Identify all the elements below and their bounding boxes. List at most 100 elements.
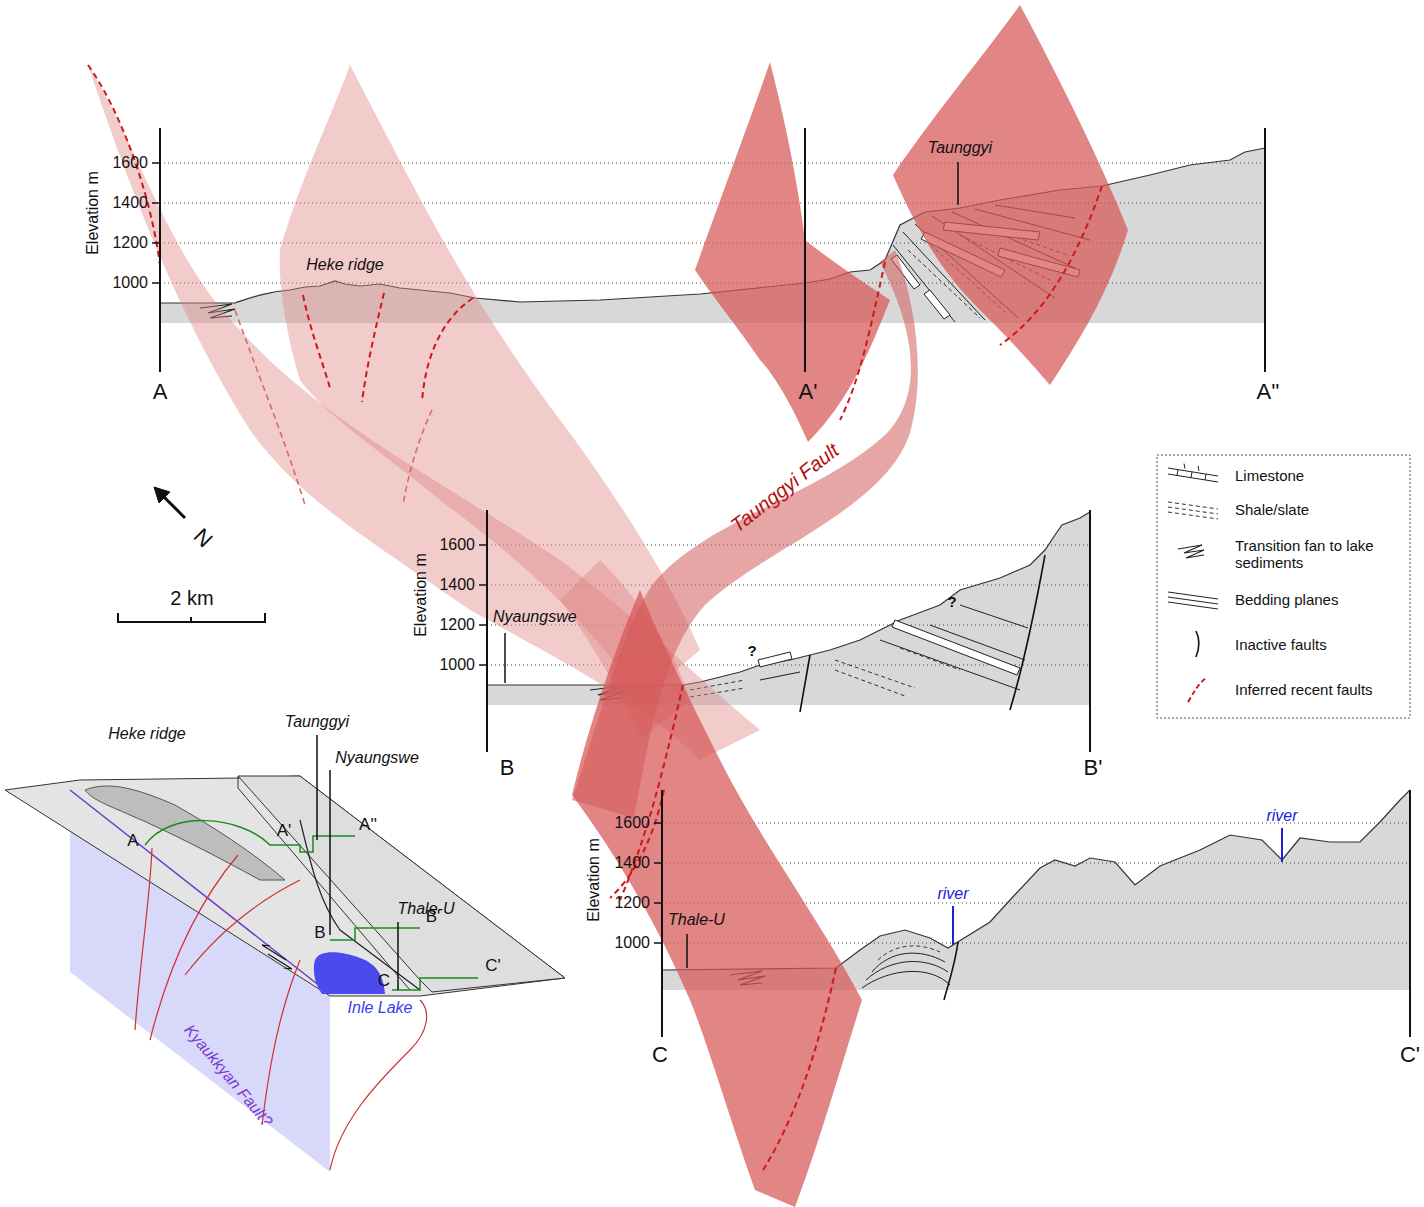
axis-tick bbox=[479, 544, 487, 546]
legend-symbol bbox=[1168, 468, 1218, 482]
axis-tick bbox=[654, 822, 662, 824]
legend-symbol bbox=[1188, 678, 1206, 702]
section-end: A bbox=[153, 379, 168, 404]
river-marker bbox=[953, 828, 1282, 945]
section-axis bbox=[804, 128, 806, 372]
shale-layers bbox=[835, 660, 915, 688]
tick-label: 1200 bbox=[439, 616, 475, 634]
inferred-recent-fault bbox=[303, 295, 330, 388]
section-end: C bbox=[378, 971, 390, 991]
limestone-beds bbox=[892, 620, 1020, 675]
town-marker bbox=[504, 633, 506, 683]
inferred-fault-at-depth bbox=[235, 310, 306, 508]
axis-title: Elevation m bbox=[412, 553, 430, 637]
legend-frame bbox=[1157, 455, 1410, 718]
fault-surface-dark bbox=[893, 5, 1128, 385]
fault-surface-dark bbox=[572, 590, 862, 1207]
legend-symbol bbox=[1168, 592, 1218, 609]
north-arrow bbox=[154, 487, 170, 503]
north-arrow bbox=[162, 495, 185, 518]
inferred-recent-fault bbox=[1000, 186, 1102, 345]
section-end: A bbox=[127, 831, 138, 851]
legend-symbol bbox=[1196, 631, 1199, 657]
legend-symbol bbox=[1188, 678, 1206, 702]
block-diagram bbox=[330, 1000, 427, 1170]
block-diagram bbox=[329, 770, 331, 935]
block-diagram bbox=[5, 776, 565, 996]
legend-symbol bbox=[1168, 512, 1218, 519]
place-name: Nyaungswe bbox=[335, 749, 419, 767]
section-end: B' bbox=[426, 907, 441, 927]
shale-layers bbox=[900, 648, 960, 670]
shale-layers bbox=[878, 946, 940, 960]
section-end: B' bbox=[1084, 755, 1103, 780]
scale-bar bbox=[118, 613, 265, 623]
town-marker bbox=[505, 162, 958, 968]
inferred-recent-fault bbox=[762, 968, 836, 1172]
bedding-planes bbox=[960, 605, 1028, 628]
section-end: A' bbox=[277, 821, 292, 841]
bedding-planes bbox=[872, 953, 945, 972]
bedding-planes bbox=[760, 672, 800, 680]
block-diagram bbox=[145, 821, 355, 852]
section-end: C bbox=[652, 1042, 668, 1067]
scale-bar bbox=[190, 617, 192, 623]
legend-symbol bbox=[1168, 602, 1218, 609]
section-end: C' bbox=[1400, 1042, 1420, 1067]
section-end: A'' bbox=[1256, 379, 1279, 404]
legend-symbol bbox=[1196, 631, 1199, 657]
place-name: Heke ridge bbox=[108, 725, 185, 743]
axis-tick bbox=[152, 162, 160, 164]
north-label: N bbox=[188, 523, 217, 552]
block-diagram bbox=[135, 848, 152, 1030]
river-marker bbox=[952, 906, 954, 945]
town-marker bbox=[957, 162, 959, 205]
block-diagram bbox=[5, 735, 565, 1172]
uncertain-mark: ? bbox=[947, 593, 956, 610]
section-axis bbox=[486, 510, 488, 752]
legend-symbol bbox=[1205, 474, 1206, 480]
section-end: C' bbox=[485, 956, 501, 976]
place-name: Nyaungswe bbox=[493, 608, 577, 626]
legend-text: Transition fan to lake sediments bbox=[1235, 537, 1385, 572]
legend-text: Inferred recent faults bbox=[1235, 681, 1385, 698]
legend-text: Inactive faults bbox=[1235, 636, 1385, 653]
block-diagram bbox=[314, 952, 385, 994]
tick-label: 1200 bbox=[614, 894, 650, 912]
tick-label: 1400 bbox=[614, 854, 650, 872]
block-diagram bbox=[397, 922, 399, 990]
bedding-planes bbox=[866, 962, 948, 980]
tick-label: 1400 bbox=[439, 576, 475, 594]
limestone-beds bbox=[758, 652, 792, 667]
block-diagram bbox=[316, 735, 318, 840]
river-marker bbox=[1281, 828, 1283, 862]
legend-symbol bbox=[1168, 464, 1218, 482]
inferred-recent-fault bbox=[840, 262, 885, 420]
section-axis bbox=[1089, 510, 1091, 752]
legend-symbol bbox=[1198, 466, 1199, 471]
block-diagram bbox=[135, 848, 427, 1170]
shale-layers bbox=[835, 670, 905, 696]
place-name: Taunggyi bbox=[928, 139, 992, 157]
scale-bar bbox=[117, 613, 119, 623]
legend-symbol bbox=[1178, 545, 1204, 558]
uncertain-mark: ? bbox=[747, 642, 756, 659]
block-diagram bbox=[392, 978, 478, 990]
section-axis bbox=[1409, 790, 1411, 1037]
tick-label: 1000 bbox=[439, 656, 475, 674]
axis-tick bbox=[654, 942, 662, 944]
legend-symbol bbox=[1191, 472, 1192, 478]
fault-surface-dark bbox=[572, 5, 1128, 1207]
section-axis bbox=[159, 128, 161, 372]
axis-title: Elevation m bbox=[585, 838, 603, 922]
axis-tick bbox=[152, 282, 160, 284]
fault-surface-dark bbox=[695, 62, 890, 442]
inferred-recent-fault bbox=[422, 298, 473, 402]
inactive-fault bbox=[800, 555, 1045, 1000]
inactive-fault bbox=[1010, 555, 1045, 710]
inferred-recent-fault bbox=[362, 293, 384, 402]
tick-label: 1200 bbox=[112, 234, 148, 252]
scale-bar bbox=[264, 613, 266, 623]
tick-label: 1000 bbox=[614, 934, 650, 952]
legend-text: Bedding planes bbox=[1235, 591, 1385, 608]
